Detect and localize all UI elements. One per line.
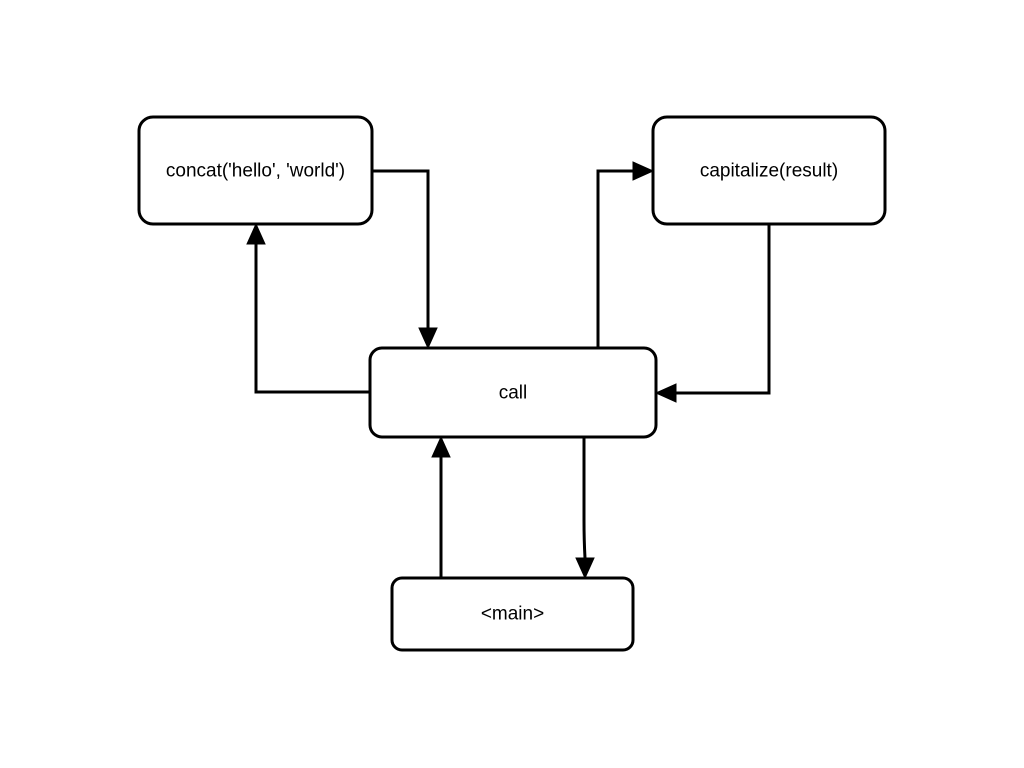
arrowhead [431,435,451,458]
arrowhead [632,161,655,181]
arrowhead [246,222,266,245]
arrowhead [418,327,438,350]
node-concat: concat('hello', 'world') [137,115,374,226]
edge-call-to-main [575,437,595,580]
edge-concat-to-call [372,169,438,350]
edge-main-to-call [431,435,451,578]
edge-call-to-capitalize [596,161,655,348]
node-capitalize: capitalize(result) [651,115,887,226]
edge-capitalize-to-call [654,224,771,403]
edge-call-to-concat [246,222,370,394]
arrowhead [654,383,677,403]
node-main-label: <main> [481,604,544,625]
node-concat-label: concat('hello', 'world') [166,161,345,182]
node-main: <main> [390,576,635,652]
node-call: call [368,346,658,439]
node-capitalize-label: capitalize(result) [700,161,838,182]
arrowhead [575,557,595,580]
node-call-label: call [499,383,528,404]
